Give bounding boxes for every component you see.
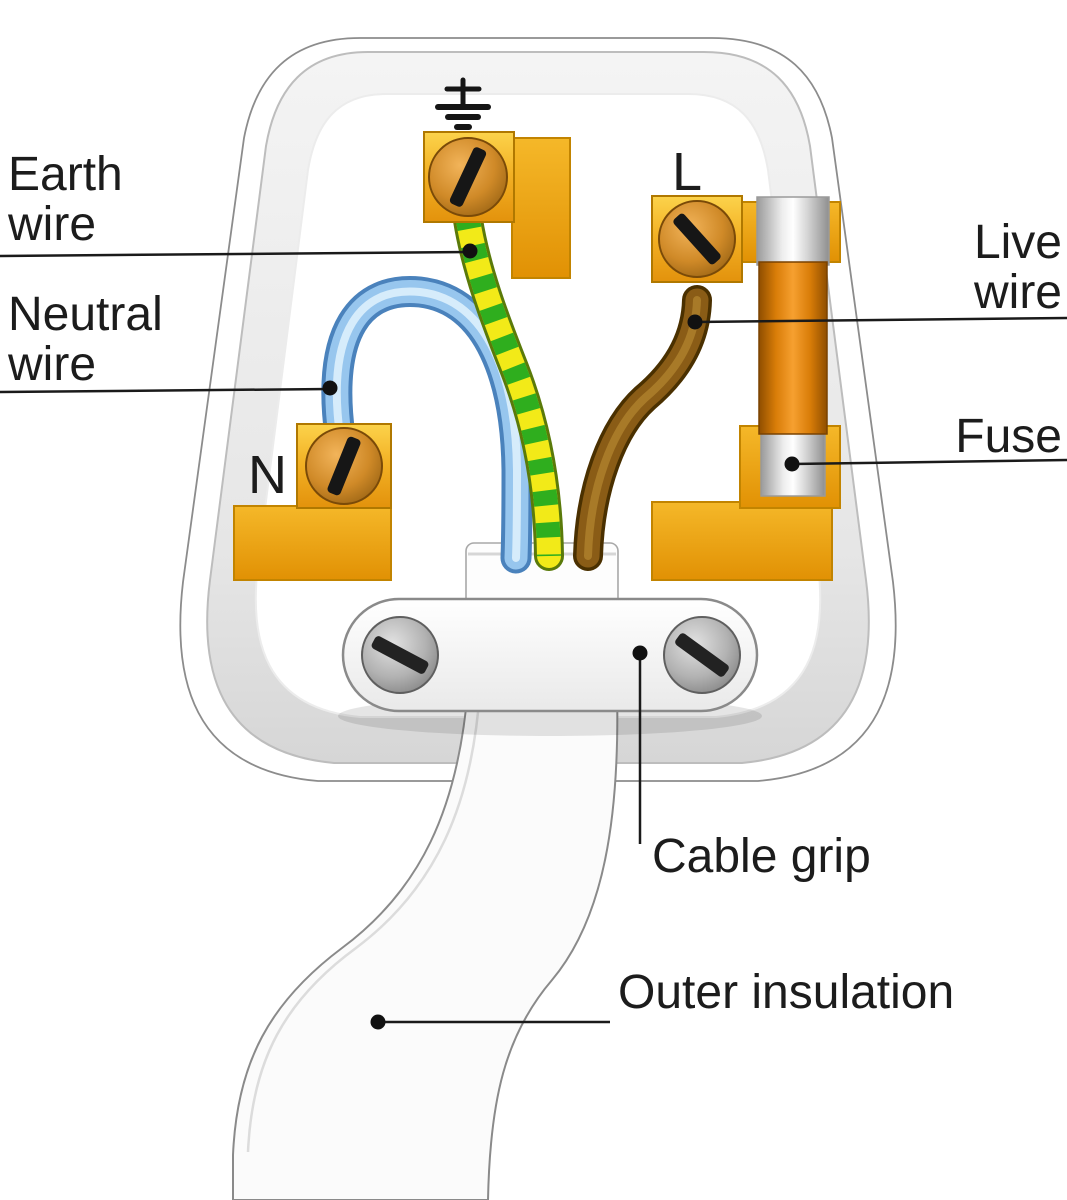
live-terminal (651, 195, 841, 581)
live-wire-highlight (584, 296, 701, 560)
plug-outline (179, 37, 897, 782)
cable-inner-highlight (246, 689, 482, 1153)
earth-wire (453, 205, 564, 571)
neutral-wire-label-line1: Neutral (8, 288, 163, 341)
earth-wire-leader-dot (462, 243, 478, 259)
screw-slot (371, 636, 429, 674)
cable-grip-leader-dot (632, 645, 648, 661)
neutral-wire (321, 276, 533, 574)
fuse-leader-dot (784, 456, 800, 472)
earth-wire-green-stripes (456, 218, 561, 557)
fuse-top-cap (756, 196, 830, 266)
labels: Earth wire Neutral wire Live wire Fuse C… (7, 142, 1062, 1019)
neutral-wire-leader-line (0, 387, 331, 394)
live-wire-label-line2: wire (973, 266, 1062, 319)
neutral-terminal-letter: N (248, 445, 287, 505)
neutral-wire-label-line2: wire (7, 338, 96, 391)
live-wire-leader-dot (687, 314, 703, 330)
outer-insulation-leader-dot (370, 1014, 386, 1030)
cable-grip-label: Cable grip (652, 830, 871, 883)
neutral-terminal (233, 423, 392, 581)
live-wire-leader-line (694, 316, 1067, 324)
live-terminal-screw (658, 200, 736, 278)
earth-terminal-pillar (511, 137, 571, 279)
earth-wire-label-line1: Earth (8, 148, 123, 201)
live-base-plate (651, 501, 833, 581)
neutral-terminal-screw (305, 427, 383, 505)
cable-grip-bar (341, 597, 759, 713)
earth-terminal-screw (428, 137, 508, 217)
live-wire-label-line1: Live (974, 216, 1062, 269)
neutral-base-plate (233, 505, 392, 581)
fuse-body (758, 261, 828, 435)
neutral-wire-leader-dot (322, 380, 338, 396)
cable (232, 687, 619, 1200)
screw-slot (327, 436, 361, 496)
fuse-label: Fuse (955, 410, 1062, 463)
screw-slot (449, 147, 487, 207)
cable-grip-screw-right (663, 616, 741, 694)
neutral-wire-highlight (332, 287, 522, 562)
earth-terminal (423, 131, 571, 279)
cable-grip (338, 597, 762, 736)
earth-wire-label-line2: wire (7, 198, 96, 251)
cable-grip-screw-left (361, 616, 439, 694)
outer-insulation-label: Outer insulation (618, 966, 954, 1019)
leader-lines (0, 243, 1067, 1030)
earth-ground-icon (435, 77, 491, 130)
earth-wire-leader-line (0, 250, 469, 258)
live-terminal-letter: L (672, 142, 702, 202)
screw-slot (675, 633, 729, 677)
screw-slot (673, 213, 721, 265)
cable-outer-insulation (232, 687, 619, 1200)
live-wire (573, 285, 712, 571)
fuse-leader-line (791, 458, 1067, 466)
